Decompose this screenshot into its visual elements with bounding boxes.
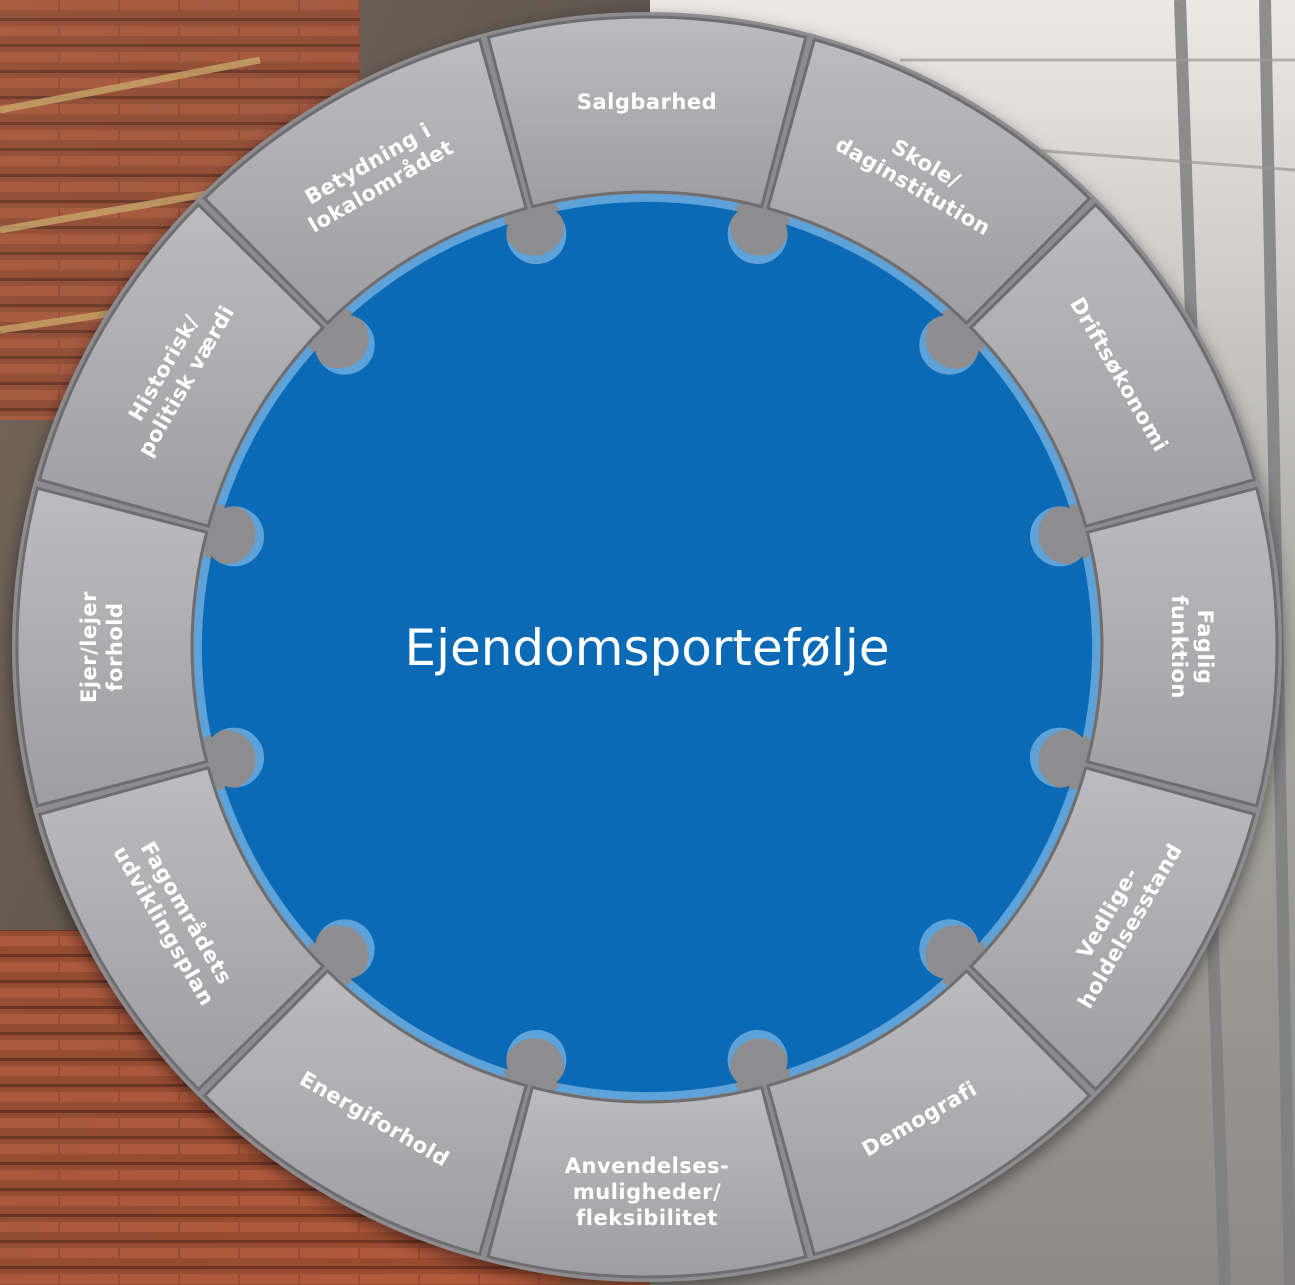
segment-label-line: fleksibilitet (576, 1206, 718, 1230)
segment-label-salgbarhed: Salgbarhed (577, 90, 717, 114)
segment-fagomradets-udviklingsplan (37, 765, 326, 1092)
center-hub (202, 202, 1093, 1092)
segment-faglig-funktion (1085, 486, 1279, 808)
segment-label-line: muligheder/ (573, 1180, 721, 1204)
segment-demografi (765, 968, 1092, 1257)
segment-label-line: Ejer/lejer (77, 591, 101, 703)
segment-label-ejer-lejer-forhold: Ejer/lejerforhold (77, 591, 127, 703)
segment-ring (15, 15, 1279, 1279)
segment-label-anvendelsesmuligheder: Anvendelses-muligheder/fleksibilitet (565, 1154, 730, 1230)
segment-anvendelsesmuligheder (486, 1085, 808, 1279)
segment-driftsokonomi (968, 202, 1257, 529)
segment-ejer-lejer-forhold (15, 486, 209, 808)
segment-betydning-lokalomradet (202, 37, 529, 326)
segment-vedligeholdelsesstand (968, 765, 1257, 1092)
segment-energiforhold (202, 968, 529, 1257)
segment-label-faglig-funktion: Fagligfunktion (1167, 595, 1217, 699)
segment-label-line: Salgbarhed (577, 90, 717, 114)
segment-label-line: funktion (1167, 595, 1191, 699)
segment-skole-daginstitution (765, 37, 1092, 326)
segment-label-line: Faglig (1193, 610, 1217, 685)
segment-label-line: Anvendelses- (565, 1154, 730, 1178)
segment-salgbarhed (486, 15, 808, 209)
center-title: Ejendomsportefølje (404, 619, 889, 677)
segment-historisk-politisk-vaerdi (37, 202, 326, 529)
segment-label-line: forhold (103, 602, 127, 691)
